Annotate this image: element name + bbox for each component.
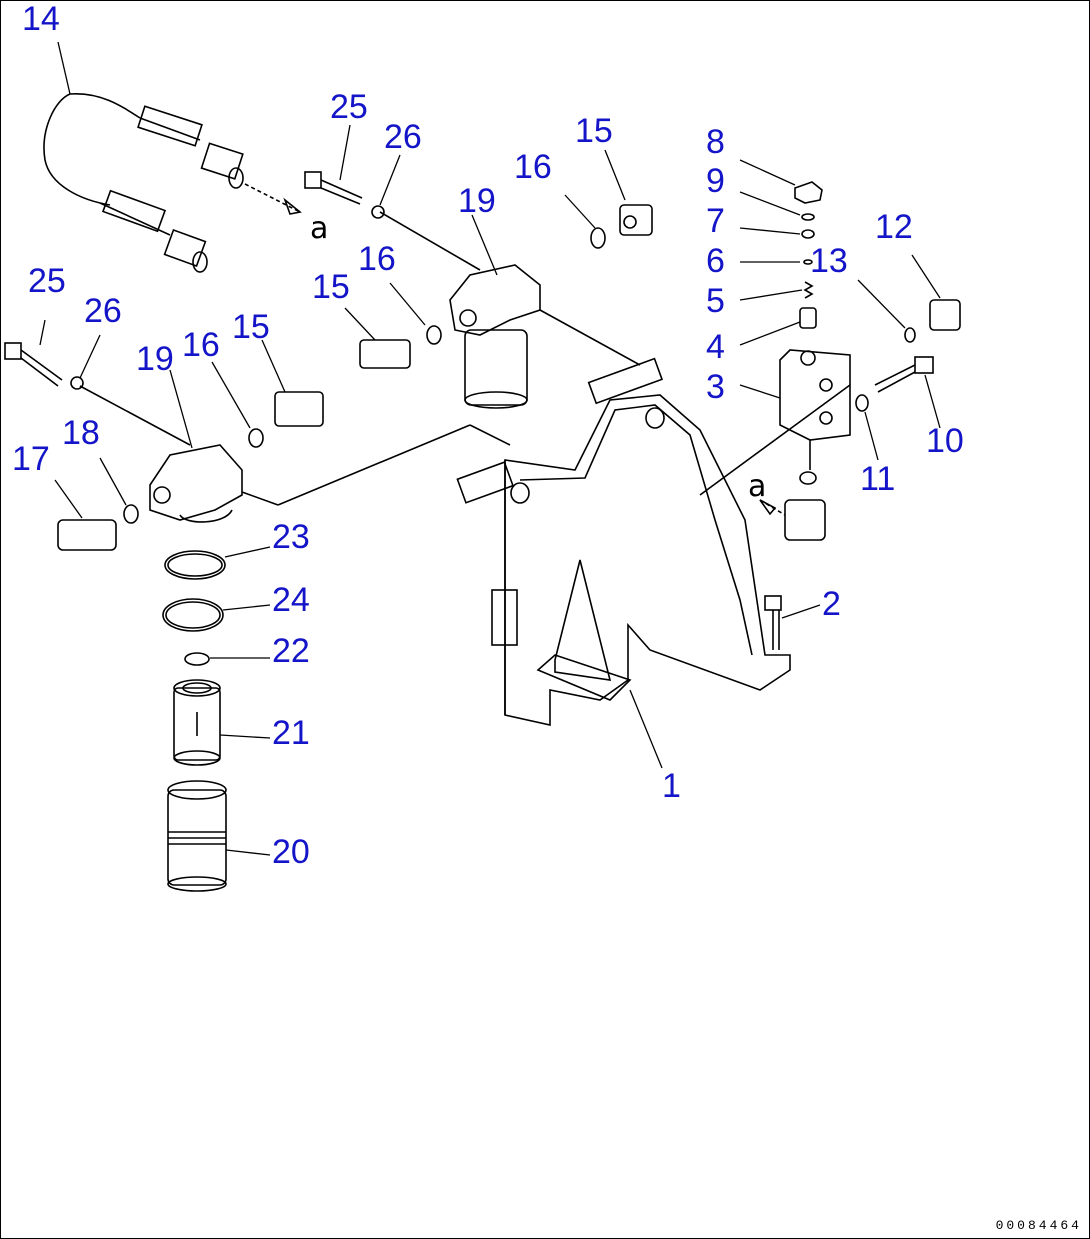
hose-upper (139, 117, 201, 141)
fitting-15-upper-right (619, 204, 653, 236)
hose-loop (43, 93, 111, 206)
callout-23: 23 (272, 518, 310, 556)
washer-26-top (371, 205, 385, 219)
callout-19-upper: 19 (458, 182, 496, 220)
callout-15-top: 15 (575, 112, 613, 150)
washer-11 (855, 394, 869, 412)
hose-upper-fitting (200, 142, 244, 180)
bracket-hole-2 (645, 407, 665, 429)
hose-lower-end (192, 251, 208, 273)
seal-23 (164, 550, 226, 580)
fitting-15-left (274, 391, 324, 427)
bracket-hole-1 (510, 482, 530, 504)
callout-21: 21 (272, 714, 310, 752)
bolt-25-top-shank (320, 179, 363, 199)
callout-20: 20 (272, 833, 310, 871)
callout-16-mid: 16 (358, 240, 396, 278)
plug-13 (904, 327, 916, 343)
seal-24 (162, 598, 224, 632)
hose-lower-sleeve (101, 189, 167, 233)
plug-16-upper-right (590, 227, 606, 249)
callout-15-mid: 15 (312, 268, 350, 306)
callout-14: 14 (22, 0, 60, 38)
callout-26-left: 26 (84, 292, 122, 330)
callout-1: 1 (662, 767, 681, 805)
callout-2: 2 (822, 585, 841, 623)
callout-5: 5 (706, 282, 725, 320)
elbow-fitting (784, 499, 826, 541)
callout-12: 12 (875, 208, 913, 246)
filter-head-19-lower (149, 444, 243, 521)
callout-17: 17 (12, 440, 50, 478)
seal-9 (801, 213, 815, 221)
plug-18 (123, 504, 139, 524)
bolt-2-head (764, 595, 782, 611)
callout-11: 11 (860, 460, 895, 498)
callout-22: 22 (272, 632, 310, 670)
hose-upper-sleeve (137, 105, 203, 147)
bracket-tab (491, 589, 518, 646)
element-21 (173, 687, 221, 761)
bolt-25-left-head (4, 342, 22, 360)
bracket-top-plate (456, 461, 514, 504)
filter-head-port (459, 309, 477, 327)
piston-4 (799, 307, 817, 329)
filter-bowl-upper (464, 329, 528, 406)
hose-loop-inner (69, 93, 141, 119)
arrow-a-head (283, 197, 302, 215)
connector-label-a-right: a (748, 469, 766, 504)
pin-7 (801, 229, 815, 239)
plug-16-left (248, 428, 264, 448)
callout-18: 18 (62, 414, 100, 452)
callout-16-top: 16 (514, 148, 552, 186)
callout-6: 6 (706, 242, 725, 280)
callout-9: 9 (706, 162, 725, 200)
callout-3: 3 (706, 368, 725, 406)
ring-6 (803, 259, 813, 265)
fitting-12 (929, 299, 961, 331)
hose-upper-end (228, 167, 244, 189)
cap-8 (794, 181, 823, 204)
callout-24: 24 (272, 581, 310, 619)
callout-25-top: 25 (330, 88, 368, 126)
spring-5 (803, 281, 814, 299)
callout-26-top: 26 (384, 118, 422, 156)
fitting-15-mid (359, 339, 411, 369)
drawing-code: 00084464 (995, 1218, 1082, 1233)
callout-4: 4 (706, 328, 725, 366)
callout-8: 8 (706, 123, 725, 161)
washer-26-left (70, 376, 84, 390)
sensor-17 (57, 519, 117, 551)
bracket-1 (504, 394, 791, 726)
hose-lower-fitting (163, 228, 207, 268)
bolt-10-head (914, 356, 934, 374)
callout-13: 13 (810, 242, 848, 280)
callout-10: 10 (926, 422, 964, 460)
callout-15-left: 15 (232, 308, 270, 346)
valve-block-3 (779, 349, 851, 441)
callout-25-left: 25 (28, 262, 66, 300)
plug-16-mid (426, 325, 442, 345)
callout-7: 7 (706, 202, 725, 240)
callout-16-left: 16 (182, 326, 220, 364)
arrow-a-line (244, 183, 301, 213)
bolt-25-top-head (304, 171, 322, 189)
callout-19-lower: 19 (136, 340, 174, 378)
bracket-foot (536, 654, 632, 701)
seal-22 (184, 652, 210, 666)
connector-label-a-left: a (310, 211, 328, 246)
